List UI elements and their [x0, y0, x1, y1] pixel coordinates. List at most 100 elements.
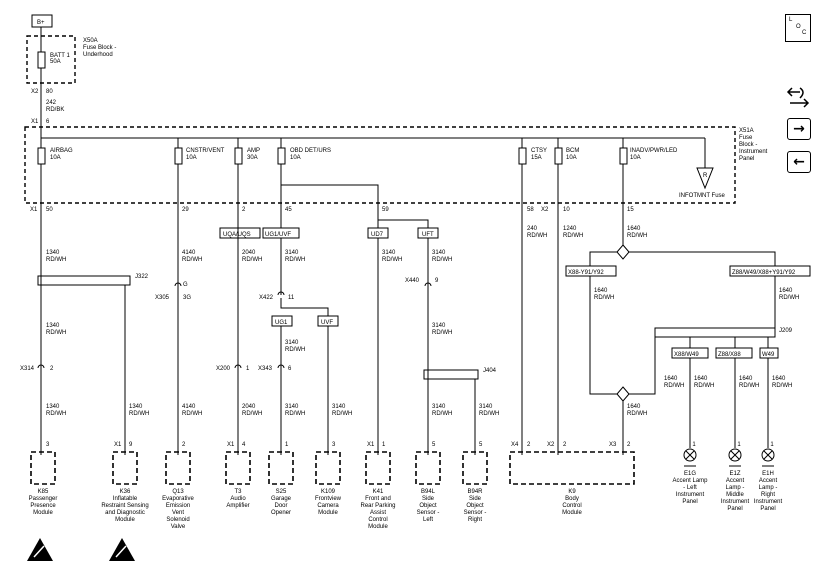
fuse-airbag: AIRBAG 10A — [37, 138, 73, 165]
k109-id: K109 — [321, 489, 336, 495]
splice-j209 — [654, 327, 776, 338]
k41-name-3: Assist — [370, 510, 386, 516]
k9-id: K9 — [568, 489, 576, 495]
k85-pin: 3 — [46, 442, 50, 448]
c-rdwh-l: RD/WH — [664, 383, 684, 389]
c-rdwh-n: RD/WH — [739, 383, 759, 389]
opt-x88-w49-label: X88/W49 — [674, 352, 699, 358]
c-rdwh-d: RD/WH — [285, 257, 305, 263]
e1z-name-5: Panel — [727, 506, 742, 512]
c-rdwh-x: RD/WH — [285, 411, 305, 417]
e1h-pin: 1 — [770, 442, 774, 448]
out-pin-45: 45 — [285, 207, 292, 213]
ip-id: X51A — [739, 128, 754, 134]
opt-ug1 — [271, 315, 293, 327]
c-1340-c: 1340 — [46, 404, 60, 410]
t3-pin: 4 — [242, 442, 246, 448]
ip-line-2: Block - — [739, 142, 757, 148]
q13-id: Q13 — [172, 489, 184, 495]
loc-l: L — [789, 17, 793, 23]
opt-w49 — [759, 347, 779, 359]
connector-nav-icon[interactable] — [786, 87, 810, 108]
b94l-pin: 5 — [432, 442, 436, 448]
out-pin-29: 29 — [182, 207, 189, 213]
t3-conn: X1 — [227, 442, 235, 448]
lamp-icon-e1z — [728, 448, 742, 467]
k41-name-2: Rear Parking — [360, 503, 395, 509]
x305-pin: G — [183, 282, 188, 288]
q13-name-1: Evaporative — [162, 496, 194, 502]
k9-x3: X3 — [609, 442, 617, 448]
esd-warning-icon — [109, 538, 135, 561]
c-rdwh-h: RD/WH — [563, 233, 583, 239]
battery-box — [31, 14, 53, 28]
splice-j404-label: J404 — [483, 368, 497, 374]
e1z-id: E1Z — [729, 471, 740, 477]
underhood-line-2: Underhood — [83, 52, 113, 58]
opt-uft-label: UFT — [422, 232, 434, 238]
k41-id: K41 — [373, 489, 384, 495]
k109-name-3: Module — [318, 510, 338, 516]
fuse-batt1 — [37, 51, 46, 69]
fuse-obd-name: OBD DET/URS — [290, 148, 331, 154]
k85-name-1: Passenger — [29, 496, 58, 502]
e1g-name-1: Accent Lamp — [672, 478, 708, 484]
underhood-id: X50A — [83, 38, 98, 44]
c-3140-f: 3140 — [285, 404, 299, 410]
back-button[interactable]: ← — [787, 151, 811, 173]
c-3140-d: 3140 — [285, 340, 299, 346]
b94r-pin: 5 — [479, 442, 483, 448]
forward-button[interactable]: → — [787, 118, 811, 140]
t3-name-2: Amplifier — [226, 503, 249, 509]
arrow-left-icon: ← — [793, 154, 805, 170]
c-rdwh-w: RD/WH — [242, 411, 262, 417]
opt-w49-label: W49 — [762, 352, 775, 358]
c-rdwh-e: RD/WH — [382, 257, 402, 263]
feed-conn: X2 — [31, 89, 39, 95]
c-1640-c: 1640 — [779, 288, 793, 294]
c-rdwh-z: RD/WH — [432, 411, 452, 417]
t3-id: T3 — [234, 489, 242, 495]
out-x1: X1 — [30, 207, 38, 213]
s25-name-2: Door — [274, 503, 287, 509]
c-1340-d: 1340 — [129, 404, 143, 410]
c-2040-a: 2040 — [242, 250, 256, 256]
module-k109 — [315, 451, 341, 485]
e1z-name-1: Accent — [726, 478, 745, 484]
fuse-bcm-name: BCM — [566, 148, 579, 154]
c-2040-b: 2040 — [242, 404, 256, 410]
fuse-batt1-name: BATT 1 — [50, 53, 70, 59]
ip-line-4: Panel — [739, 156, 754, 162]
k109-pin: 3 — [332, 442, 336, 448]
x422-conn: X422 — [259, 295, 274, 301]
underhood-line-1: Fuse Block - — [83, 45, 116, 51]
e1z-name-3: Middle — [726, 492, 744, 498]
c-rdwh-k: RD/WH — [779, 295, 799, 301]
fuse-block-underhood — [26, 35, 76, 84]
k85-id: K85 — [38, 489, 49, 495]
x305-conn: X305 — [155, 295, 170, 301]
b94r-name-3: Sensor - — [464, 510, 487, 516]
e1h-name-5: Panel — [760, 506, 775, 512]
location-button[interactable]: L O C — [785, 14, 811, 42]
c-rdwh-c: RD/WH — [242, 257, 262, 263]
module-q13 — [165, 451, 191, 485]
fuse-ctsy: CTSY 15A — [518, 138, 547, 165]
k36-id: K36 — [120, 489, 131, 495]
b94r-name-2: Object — [466, 503, 484, 509]
k41-conn: X1 — [367, 442, 375, 448]
split-diamond-bottom — [616, 386, 630, 402]
c-rdwh-a: RD/WH — [46, 257, 66, 263]
opt-z88-w49 — [729, 265, 811, 277]
fuse-amp-amps: 30A — [247, 155, 258, 161]
k9-x2: X2 — [547, 442, 555, 448]
x314-pin: 2 — [50, 366, 54, 372]
out-pin-59: 59 — [382, 207, 389, 213]
e1g-id: E1G — [684, 471, 696, 477]
q13-pin: 2 — [182, 442, 186, 448]
fuse-airbag-amps: 10A — [50, 155, 61, 161]
q13-name-4: Solenoid — [166, 517, 189, 523]
ip-feed-pin: 6 — [46, 119, 50, 125]
c-rdwh-v: RD/WH — [182, 411, 202, 417]
opt-uqa-uqs — [219, 227, 261, 239]
